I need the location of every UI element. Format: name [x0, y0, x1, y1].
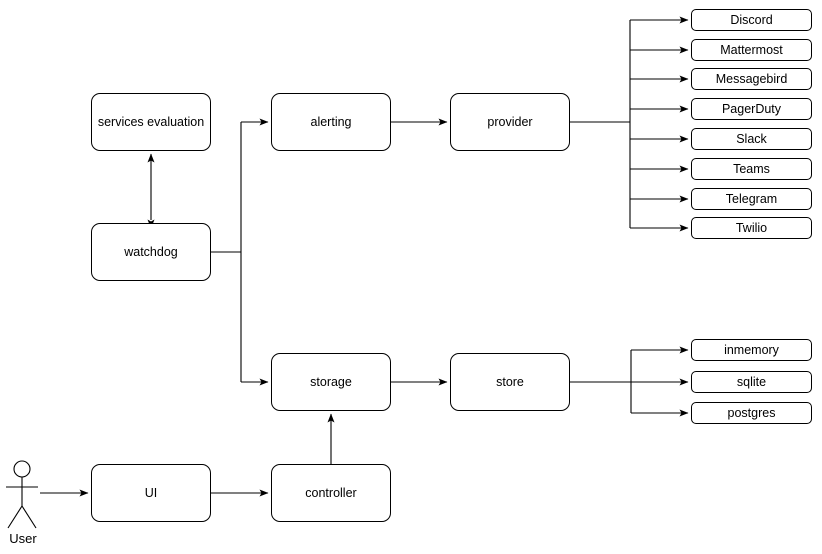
node-watchdog[interactable]: watchdog: [91, 223, 211, 281]
node-discord[interactable]: Discord: [691, 9, 812, 31]
node-teams[interactable]: Teams: [691, 158, 812, 180]
user-actor-label: User: [9, 531, 37, 546]
node-label: Teams: [733, 162, 770, 176]
node-label: postgres: [727, 406, 776, 420]
node-label: storage: [310, 375, 352, 389]
node-label: Mattermost: [720, 43, 783, 57]
node-services-evaluation[interactable]: services evaluation: [91, 93, 211, 151]
node-label: watchdog: [124, 245, 178, 259]
node-pagerduty[interactable]: PagerDuty: [691, 98, 812, 120]
node-store[interactable]: store: [450, 353, 570, 411]
node-storage[interactable]: storage: [271, 353, 391, 411]
node-sqlite[interactable]: sqlite: [691, 371, 812, 393]
node-label: provider: [487, 115, 533, 129]
node-alerting[interactable]: alerting: [271, 93, 391, 151]
node-label: PagerDuty: [721, 102, 782, 116]
node-label: services evaluation: [97, 115, 205, 129]
node-provider[interactable]: provider: [450, 93, 570, 151]
node-controller[interactable]: controller: [271, 464, 391, 522]
node-label: alerting: [310, 115, 352, 129]
node-label: UI: [144, 486, 158, 500]
node-inmemory[interactable]: inmemory: [691, 339, 812, 361]
node-label: inmemory: [724, 343, 779, 357]
node-label: controller: [305, 486, 357, 500]
node-label: Messagebird: [715, 72, 788, 86]
node-slack[interactable]: Slack: [691, 128, 812, 150]
node-label: store: [496, 375, 524, 389]
node-telegram[interactable]: Telegram: [691, 188, 812, 210]
node-label: Telegram: [725, 192, 778, 206]
user-actor-figure: [6, 460, 38, 529]
node-label: sqlite: [736, 375, 767, 389]
node-mattermost[interactable]: Mattermost: [691, 39, 812, 61]
node-twilio[interactable]: Twilio: [691, 217, 812, 239]
node-label: Twilio: [735, 221, 768, 235]
node-messagebird[interactable]: Messagebird: [691, 68, 812, 90]
node-ui[interactable]: UI: [91, 464, 211, 522]
node-label: Discord: [730, 13, 773, 27]
node-label: Slack: [736, 132, 767, 146]
node-postgres[interactable]: postgres: [691, 402, 812, 424]
